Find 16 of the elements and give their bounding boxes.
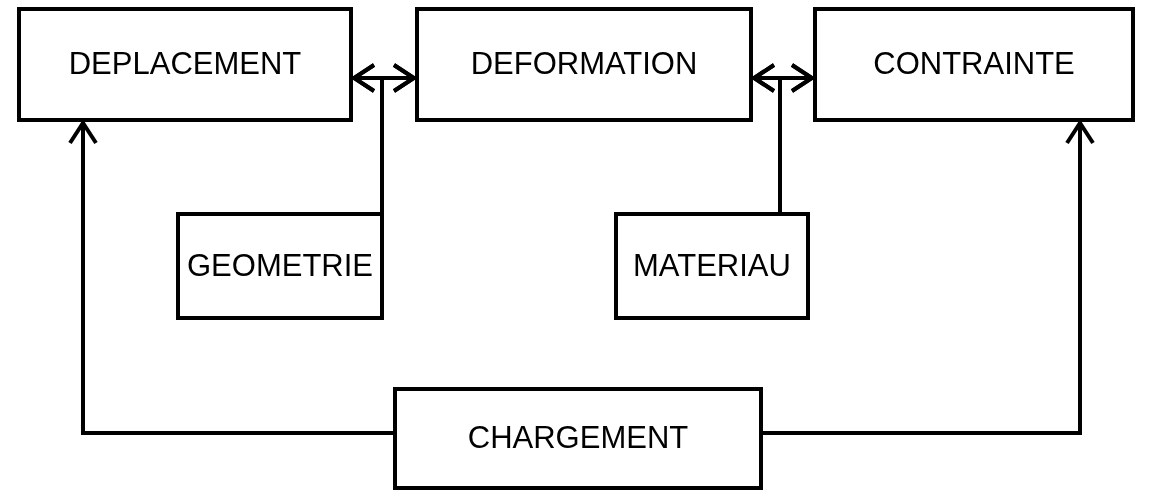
process-box (614, 212, 810, 320)
process-box (813, 7, 1135, 122)
box-label: CONTRAINTE (873, 45, 1075, 84)
arrow (68, 121, 393, 435)
arrow (778, 63, 814, 212)
process-box (176, 212, 384, 320)
process-box (415, 7, 753, 122)
arrow (380, 63, 416, 212)
arrow (763, 121, 1095, 435)
box-label: GEOMETRIE (187, 246, 373, 285)
box-label: CHARGEMENT (467, 419, 689, 458)
process-box (17, 7, 353, 122)
box-label: MATERIAU (633, 246, 791, 285)
box-label: DEFORMATION (470, 45, 698, 84)
process-box (393, 387, 763, 490)
box-label: DEPLACEMENT (68, 45, 302, 84)
